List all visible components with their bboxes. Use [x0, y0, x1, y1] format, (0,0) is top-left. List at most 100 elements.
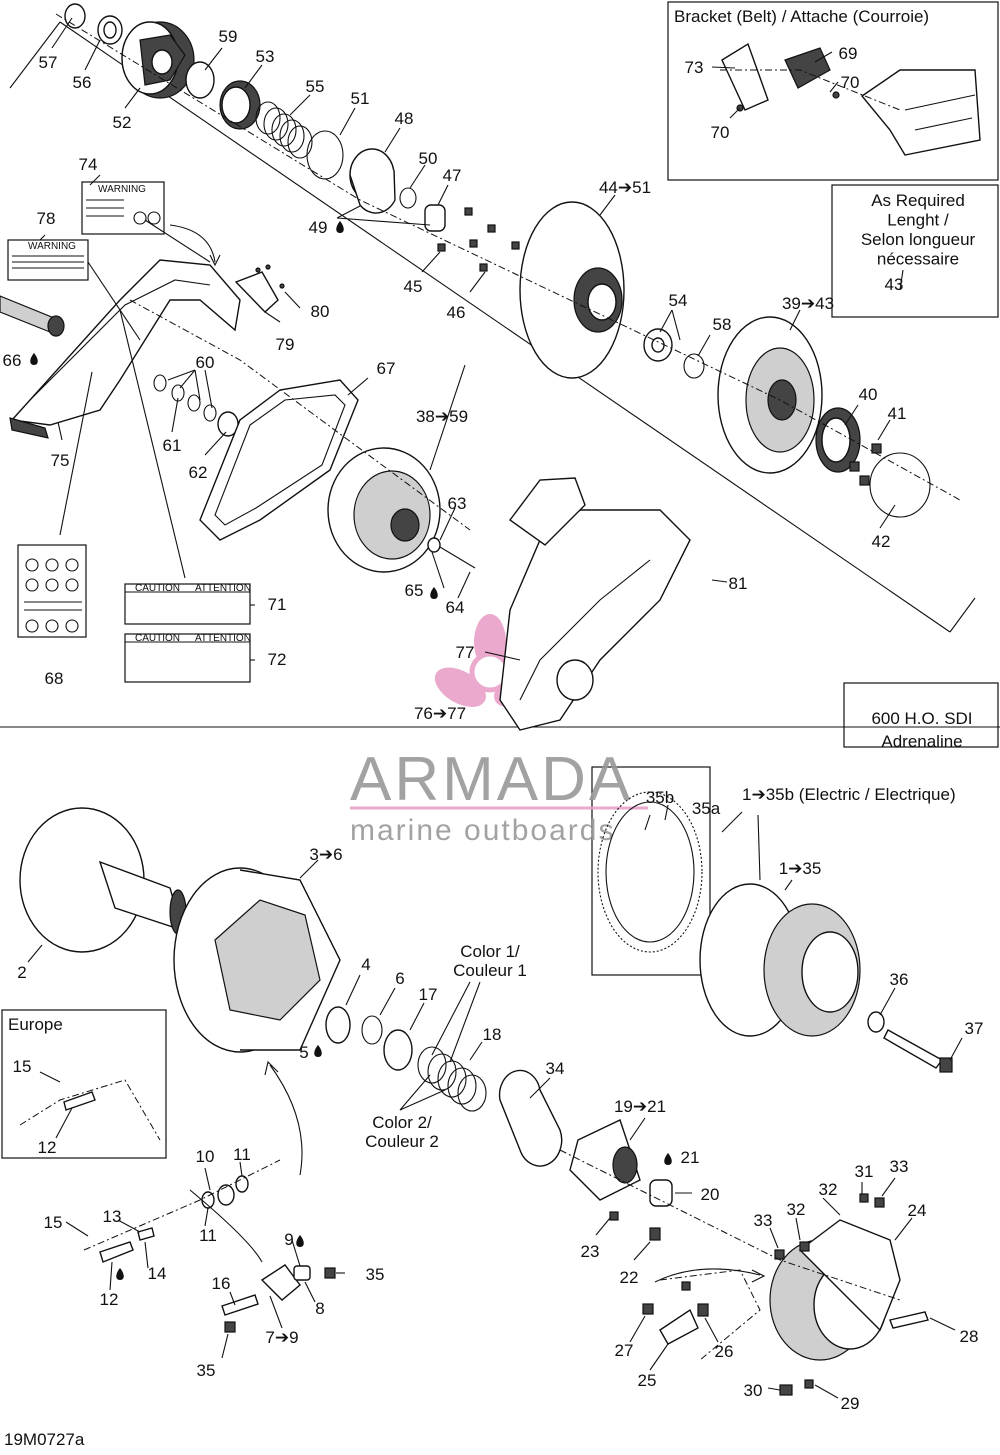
callout-34: 34: [546, 1059, 565, 1078]
ring-gear-box: [591, 766, 711, 976]
callout-17: 17: [419, 985, 438, 1004]
callout-15: 15: [13, 1057, 32, 1076]
callout-32: 32: [819, 1180, 838, 1199]
callout-28: 28: [960, 1327, 979, 1346]
callout-9: 9: [284, 1230, 293, 1249]
callout-3943: 39➔43: [782, 294, 834, 313]
callout-35b: 35b: [646, 788, 674, 807]
callout-14: 14: [148, 1264, 167, 1283]
callout-79: 7➔9: [265, 1328, 298, 1347]
grease-drop-icon: [296, 1235, 304, 1247]
decal-78-warning: WARNING: [28, 241, 76, 252]
callout-45: 45: [404, 277, 423, 296]
callout-16: 16: [212, 1274, 231, 1293]
as-required-box: [831, 184, 999, 318]
callout-65: 65: [405, 581, 424, 600]
grease-drop-icon: [664, 1153, 672, 1165]
callout-55: 55: [306, 77, 325, 96]
as-required-text: As Required: [871, 191, 965, 210]
color-1-note: Couleur 1: [453, 961, 527, 980]
callout-32: 32: [787, 1200, 806, 1219]
callout-74: 74: [79, 155, 98, 174]
callout-77: 77: [456, 643, 475, 662]
callout-31: 31: [855, 1162, 874, 1181]
grease-drop-icon: [30, 353, 38, 365]
as-required-text: nécessaire: [877, 250, 959, 269]
decal-71: CAUTION ATTENTION: [124, 583, 251, 625]
callout-11: 11: [233, 1145, 251, 1164]
callout-4: 4: [361, 955, 370, 974]
callout-81: 81: [729, 574, 748, 593]
callout-59: 59: [219, 27, 238, 46]
callout-35: 35: [366, 1265, 385, 1284]
bracket-parts: [721, 42, 981, 156]
callout-71: 71: [268, 595, 287, 614]
drawing-code: 19M0727a: [4, 1430, 85, 1449]
callout-79: 79: [276, 335, 295, 354]
callout-60: 60: [196, 353, 215, 372]
decal-72-attention: ATTENTION: [195, 633, 251, 644]
callout-25: 25: [638, 1371, 657, 1390]
callout-135: 1➔35: [779, 859, 822, 878]
callout-52: 52: [113, 113, 132, 132]
callout-7677: 76➔77: [414, 704, 466, 723]
callout-30: 30: [744, 1381, 763, 1400]
assembly-dash-lines: [19, 13, 961, 1361]
callout-15: 15: [44, 1213, 63, 1232]
callout-54: 54: [669, 291, 688, 310]
callout-18: 18: [483, 1025, 502, 1044]
color-2-note: Couleur 2: [365, 1132, 439, 1151]
callout-2: 2: [17, 963, 26, 982]
callout-78: 78: [37, 209, 56, 228]
as-required-text: Lenght /: [887, 211, 949, 230]
bracket-box-title: Bracket (Belt) / Attache (Courroie): [674, 7, 929, 26]
callout-70: 70: [841, 73, 860, 92]
callout-69: 69: [839, 44, 858, 63]
callout-43: 43: [885, 275, 904, 294]
callout-70: 70: [711, 123, 730, 142]
callout-42: 42: [872, 532, 891, 551]
callout-53: 53: [256, 47, 275, 66]
europe-box-title: Europe: [8, 1015, 63, 1034]
callout-6: 6: [395, 969, 404, 988]
color-2-note: Color 2/: [372, 1113, 432, 1132]
callout-27: 27: [615, 1341, 634, 1360]
model-box: [843, 682, 999, 748]
callout-63: 63: [448, 494, 467, 513]
grease-drop-icon: [116, 1268, 124, 1280]
callout-26: 26: [715, 1342, 734, 1361]
callout-67: 67: [377, 359, 396, 378]
callout-36: 36: [890, 970, 909, 989]
callout-8: 8: [315, 1299, 324, 1318]
model-name: 600 H.O. SDI: [871, 709, 972, 728]
callout-13: 13: [103, 1207, 122, 1226]
callout-62: 62: [189, 463, 208, 482]
as-required-text: Selon longueur: [861, 230, 976, 249]
callout-35a: 35a: [692, 799, 721, 818]
callout-64: 64: [446, 598, 465, 617]
callout-33: 33: [890, 1157, 909, 1176]
callout-66: 66: [3, 351, 22, 370]
decal-74-warning: WARNING: [98, 184, 146, 195]
decal-71-caution: CAUTION: [135, 583, 180, 594]
callout-23: 23: [581, 1242, 600, 1261]
callout-4451: 44➔51: [599, 178, 651, 197]
callout-36: 3➔6: [309, 845, 342, 864]
callout-1921: 19➔21: [614, 1097, 666, 1116]
callout-49: 49: [309, 218, 328, 237]
callout-46: 46: [447, 303, 466, 322]
grease-drop-icon: [314, 1045, 322, 1057]
decal-72-caution: CAUTION: [135, 633, 180, 644]
decal-78: WARNING: [7, 239, 89, 281]
assembly-arrows: [169, 224, 766, 1283]
decal-72: CAUTION ATTENTION: [124, 633, 251, 683]
leader-lines: [27, 17, 963, 1399]
europe-box: [1, 1009, 167, 1159]
callout-29: 29: [841, 1394, 860, 1413]
callout-12: 12: [100, 1290, 119, 1309]
decal-71-attention: ATTENTION: [195, 583, 251, 594]
callout-37: 37: [965, 1019, 984, 1038]
watermark-tagline: marine outboards: [350, 814, 615, 847]
